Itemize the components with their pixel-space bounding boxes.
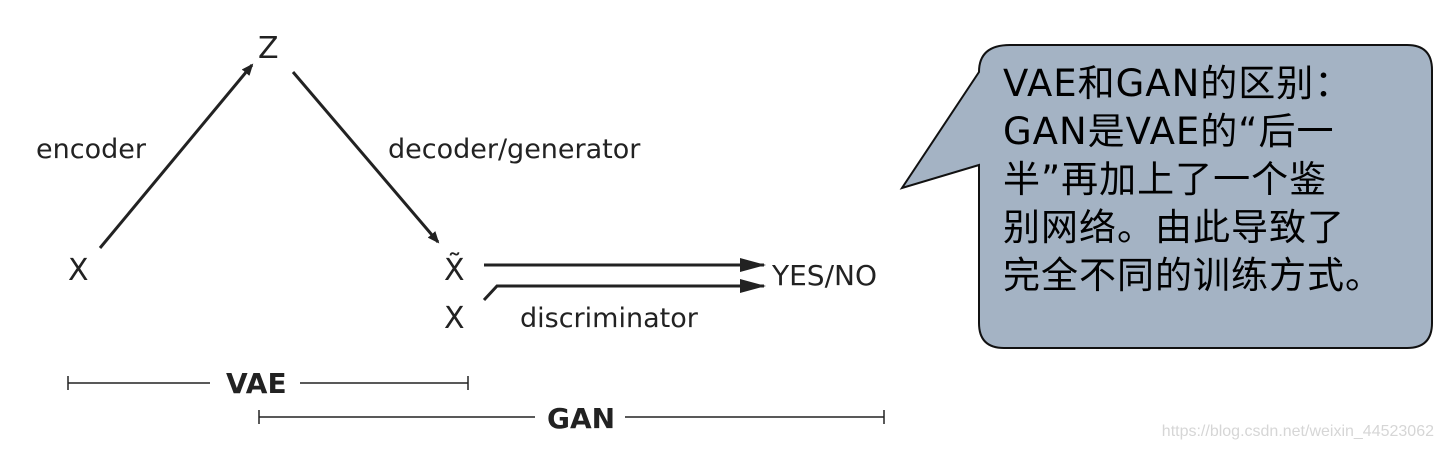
node-output: YES/NO <box>771 259 877 292</box>
node-x-real: X <box>444 301 465 336</box>
arrow-decoder <box>291 71 440 244</box>
callout-line: 完全不同的训练方式。 <box>1003 254 1383 297</box>
callout-text: VAE和GAN的区别： GAN是VAE的“后一 半”再加上了一个鉴 别网络。由此… <box>1003 60 1413 300</box>
callout-line: GAN是VAE的“后一 <box>1003 110 1335 153</box>
callout-line: 半”再加上了一个鉴 <box>1003 158 1328 201</box>
arrow-x-to-discriminator <box>482 279 766 302</box>
vae-span <box>67 376 469 390</box>
watermark: https://blog.csdn.net/weixin_44523062 <box>1161 423 1434 440</box>
gan-span <box>258 410 885 424</box>
label-encoder: encoder <box>36 134 147 165</box>
callout-bubble <box>899 44 1433 349</box>
node-x-tilde: X̃ <box>444 253 465 288</box>
span-label-vae: VAE <box>226 367 287 400</box>
span-label-gan: GAN <box>547 402 615 435</box>
label-decoder-generator: decoder/generator <box>388 134 641 165</box>
callout-line: VAE和GAN的区别： <box>1003 62 1353 105</box>
callout-line: 别网络。由此导致了 <box>1003 206 1345 249</box>
node-z: Z <box>258 31 279 66</box>
node-x-input: X <box>68 253 89 288</box>
arrow-encoder <box>98 63 254 249</box>
label-discriminator: discriminator <box>520 303 699 334</box>
